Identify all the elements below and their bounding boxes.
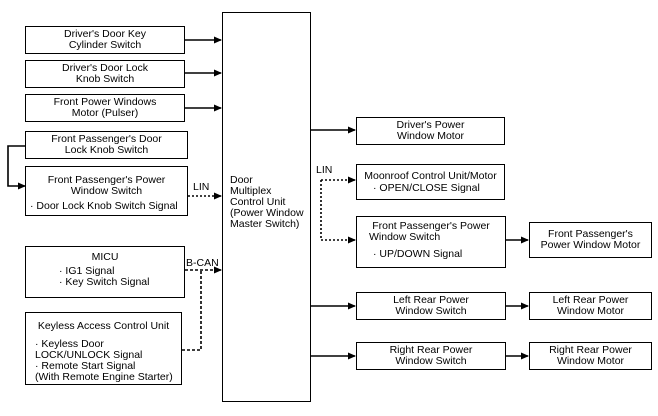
- keyless-access-control-unit-box: Keyless Access Control Unit · Keyless Do…: [25, 312, 182, 385]
- front-passenger-power-window-switch-box: Front Passenger's Power Window Switch · …: [25, 166, 188, 216]
- rr-switch-line-2: Window Switch: [395, 355, 467, 367]
- center-line-3: Control Unit: [230, 196, 286, 208]
- driver-motor-line-1: Driver's Power: [396, 119, 465, 131]
- center-line-1: Door: [230, 174, 253, 186]
- lock-knob-line-1: Driver's Door Lock: [61, 62, 149, 74]
- pass-pw-switch-title-1: Front Passenger's Power: [47, 174, 166, 186]
- lr-switch-line-1: Left Rear Power: [393, 294, 469, 306]
- center-line-4: (Power Window: [230, 207, 304, 219]
- front-power-windows-motor-box: Front Power Windows Motor (Pulser): [25, 94, 185, 122]
- door-lock-knob-switch-signal: · Door Lock Knob Switch Signal: [30, 200, 178, 212]
- keyless-signal-1: · Keyless Door: [35, 338, 104, 350]
- lr-motor-line-1: Left Rear Power: [552, 294, 629, 306]
- pass-motor-line-2: Power Window Motor: [540, 239, 641, 251]
- right-rear-power-window-motor-box: Right Rear Power Window Motor: [529, 342, 652, 370]
- window-motor-line-1: Front Power Windows: [53, 96, 157, 108]
- right-rear-power-window-switch-box: Right Rear Power Window Switch: [356, 342, 506, 370]
- micu-box: MICU · IG1 Signal · Key Switch Signal: [25, 246, 185, 298]
- rr-motor-line-2: Window Motor: [556, 355, 625, 367]
- window-motor-line-2: Motor (Pulser): [71, 107, 139, 119]
- ig1-signal: · IG1 Signal: [59, 265, 115, 277]
- rr-switch-line-1: Right Rear Power: [389, 344, 473, 356]
- driver-door-key-cylinder-switch-box: Driver's Door Key Cylinder Switch: [25, 26, 185, 54]
- arrow-pass-lock-to-switch: [7, 145, 26, 190]
- pass-pw-switch-title-2: Window Switch: [70, 185, 143, 197]
- front-passenger-power-window-switch-output-box: Front Passenger's Power Window Switch · …: [356, 216, 506, 268]
- moonroof-title: Moonroof Control Unit/Motor: [364, 170, 497, 182]
- lr-switch-line-2: Window Switch: [395, 305, 467, 317]
- driver-door-lock-knob-switch-box: Driver's Door Lock Knob Switch: [25, 60, 185, 88]
- driver-power-window-motor-box: Driver's Power Window Motor: [356, 117, 505, 145]
- keyless-signal-4: (With Remote Engine Starter): [35, 371, 173, 383]
- pass-switch-title-2: Window Switch: [369, 231, 441, 243]
- key-switch-signal: · Key Switch Signal: [59, 276, 150, 288]
- keyless-signal-2: LOCK/UNLOCK Signal: [35, 349, 143, 361]
- key-cylinder-line-2: Cylinder Switch: [68, 39, 142, 51]
- keyless-title: Keyless Access Control Unit: [37, 320, 170, 332]
- driver-motor-line-2: Window Motor: [396, 130, 465, 142]
- lr-motor-line-2: Window Motor: [556, 305, 625, 317]
- pass-lock-knob-line-2: Lock Knob Switch: [64, 144, 149, 156]
- key-cylinder-line-1: Driver's Door Key: [64, 28, 146, 40]
- rr-motor-line-1: Right Rear Power: [549, 344, 632, 356]
- center-line-5: Master Switch): [230, 218, 300, 230]
- front-passenger-power-window-motor-box: Front Passenger's Power Window Motor: [529, 222, 652, 258]
- left-rear-power-window-switch-box: Left Rear Power Window Switch: [356, 292, 506, 320]
- door-multiplex-control-unit-box: Door Multiplex Control Unit (Power Windo…: [222, 12, 311, 402]
- center-line-2: Multiplex: [230, 185, 272, 197]
- open-close-signal: · OPEN/CLOSE Signal: [373, 182, 480, 194]
- pass-switch-title-1: Front Passenger's Power: [372, 220, 490, 232]
- up-down-signal: · UP/DOWN Signal: [373, 248, 463, 260]
- keyless-signal-3: · Remote Start Signal: [35, 360, 136, 372]
- micu-title: MICU: [91, 251, 119, 263]
- left-rear-power-window-motor-box: Left Rear Power Window Motor: [529, 292, 652, 320]
- lin-output-label: LIN: [316, 164, 333, 176]
- moonroof-control-unit-box: Moonroof Control Unit/Motor · OPEN/CLOSE…: [356, 164, 505, 200]
- front-passenger-door-lock-knob-switch-box: Front Passenger's Door Lock Knob Switch: [25, 131, 188, 159]
- bcan-label: B-CAN: [186, 257, 219, 269]
- pass-lock-knob-line-1: Front Passenger's Door: [51, 133, 162, 145]
- pass-motor-line-1: Front Passenger's: [548, 228, 633, 240]
- lin-input-label: LIN: [193, 181, 210, 193]
- bcan-keyless-line: [182, 270, 202, 351]
- lock-knob-line-2: Knob Switch: [75, 73, 135, 85]
